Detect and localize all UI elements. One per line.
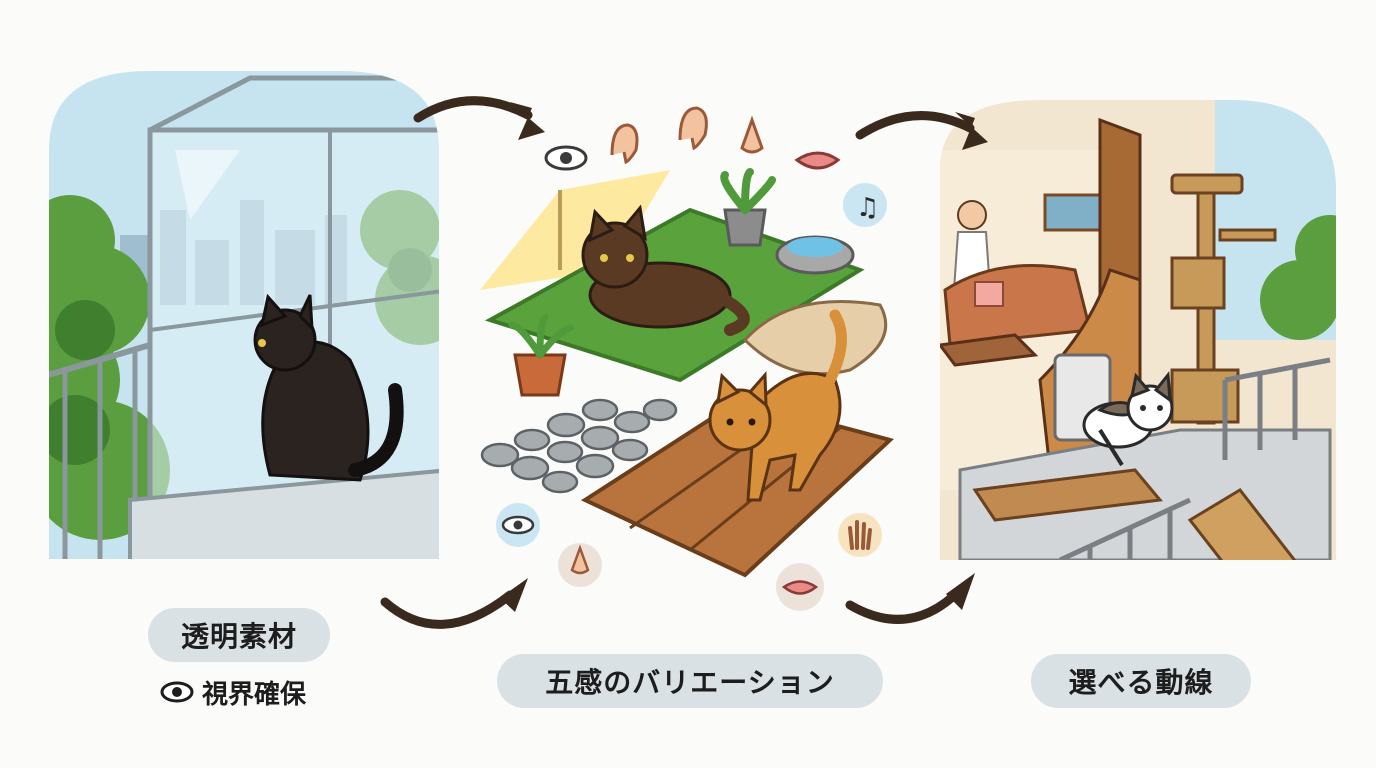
arrow-top-right <box>855 111 975 140</box>
potted-plant-bottom <box>508 314 574 397</box>
arrow-top-left <box>413 96 533 123</box>
svg-text:♫: ♫ <box>856 193 879 223</box>
orange-tabby-cat <box>708 309 847 502</box>
potted-plant-top <box>720 168 776 247</box>
arrows <box>380 96 975 629</box>
nose-icon <box>558 543 602 587</box>
ramp <box>1187 488 1313 560</box>
music-note-icon <box>843 183 887 227</box>
sub-label-text: 視界確保 <box>202 679 307 710</box>
hand-icon <box>838 513 882 557</box>
water-fountain <box>775 235 855 275</box>
black-cat <box>253 293 404 482</box>
sub-label-visibility: 視界確保 <box>160 672 306 712</box>
lips-icon <box>776 563 824 611</box>
sofa <box>943 264 1092 347</box>
panel-selectable-paths <box>940 100 1336 560</box>
brown-tabby-cat <box>581 204 750 336</box>
eye-icon <box>496 503 540 547</box>
ear-icon <box>678 106 708 151</box>
lips-icon <box>794 151 841 170</box>
arrow-bottom-left <box>380 590 515 629</box>
panel-five-senses: ♫ <box>480 106 895 611</box>
label-selectable-paths: 選べる動線 <box>1031 654 1251 708</box>
pebble-bed <box>480 398 678 494</box>
eye-icon <box>160 681 194 703</box>
nose-icon <box>740 115 764 154</box>
arrow-bottom-right <box>845 585 965 624</box>
calico-cat <box>1082 371 1174 467</box>
cushion <box>742 300 888 376</box>
eye-icon <box>544 145 588 171</box>
label-five-senses: 五感のバリエーション <box>497 654 883 708</box>
panel-transparent-material <box>48 70 440 560</box>
ear-icon <box>610 123 639 165</box>
label-transparent-material: 透明素材 <box>148 608 330 662</box>
